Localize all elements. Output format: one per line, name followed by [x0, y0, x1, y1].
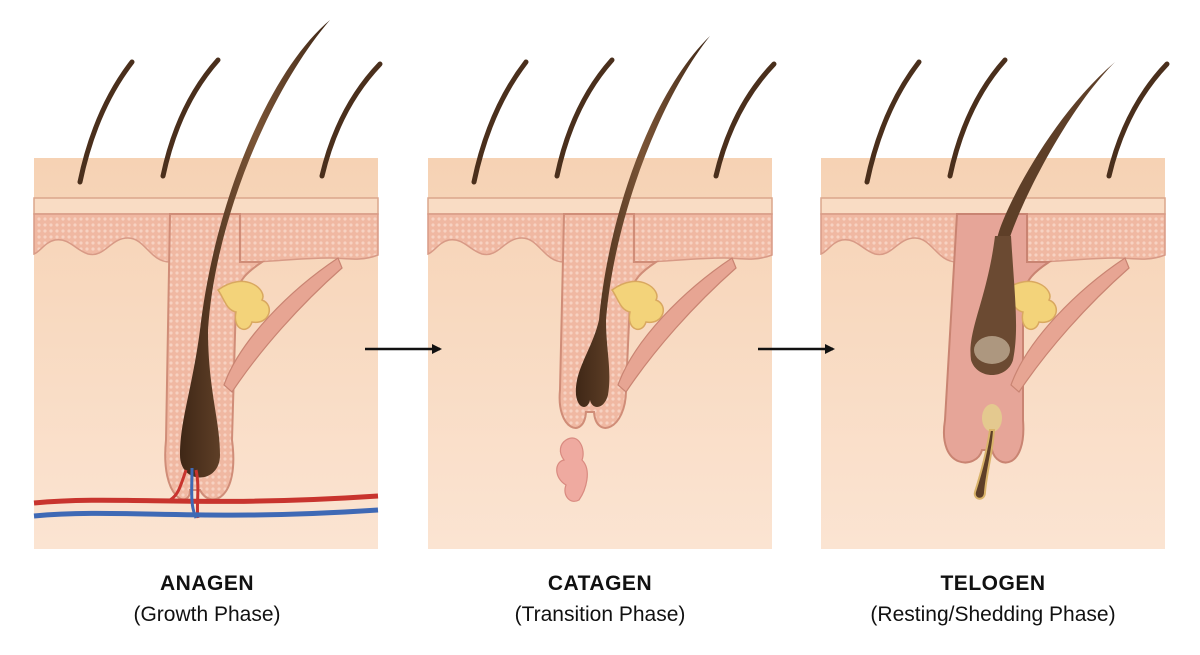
- arrector-pili-muscle: [223, 257, 343, 393]
- telogen-panel: [821, 60, 1167, 549]
- artery: [33, 493, 379, 506]
- dermal-papilla: [556, 437, 588, 502]
- vein: [33, 507, 379, 519]
- anagen-panel: [34, 20, 380, 549]
- phase-title: TELOGEN: [940, 572, 1046, 595]
- hair-shaft: [180, 20, 330, 478]
- sebaceous-gland: [216, 280, 271, 331]
- phase-subtitle: (Growth Phase): [133, 603, 281, 626]
- phase-subtitle: (Resting/Shedding Phase): [870, 603, 1116, 626]
- phase-subtitle: (Transition Phase): [514, 603, 686, 626]
- catagen-panel: [428, 36, 774, 549]
- phase-title: CATAGEN: [547, 572, 653, 595]
- new-hair: [973, 429, 996, 500]
- phase-title: ANAGEN: [159, 572, 254, 595]
